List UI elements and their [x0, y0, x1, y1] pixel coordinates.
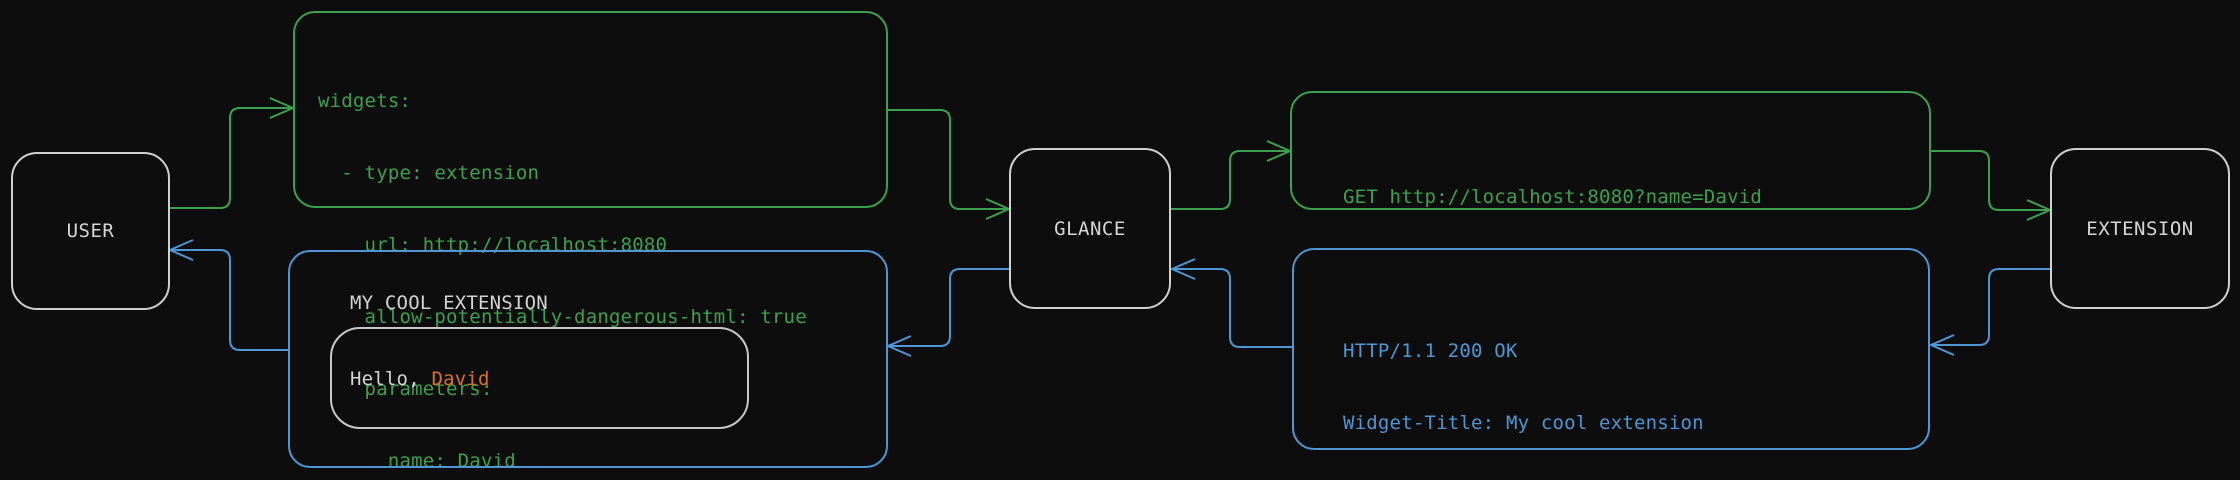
connector-config-to-glance	[888, 109, 1008, 210]
arrowhead-into-response-box	[1928, 334, 1955, 356]
config-yaml-line: widgets:	[318, 90, 412, 112]
arrowhead-into-user	[167, 239, 194, 261]
widget-preview-title: MY COOL EXTENSION	[350, 292, 548, 314]
glance-node-label: GLANCE	[1054, 217, 1126, 240]
blue-connectors	[167, 239, 2050, 357]
widget-greeting-card	[330, 327, 749, 429]
widget-greeting-text: Hello, David	[350, 367, 490, 391]
greeting-prefix: Hello,	[350, 368, 432, 390]
user-node: USER	[11, 152, 170, 310]
http-response-line: Widget-Title: My cool extension	[1343, 412, 1704, 434]
connector-user-to-config	[170, 107, 292, 209]
extension-node-label: EXTENSION	[2086, 217, 2194, 240]
config-yaml-line: - type: extension	[318, 162, 540, 184]
connector-response-to-glance	[1173, 268, 1292, 348]
arrowhead-into-glance-right	[1169, 258, 1196, 280]
http-request-code: GET http://localhost:8080?name=David	[1343, 137, 1762, 257]
config-yaml-line: allow-potentially-dangerous-html: true	[318, 306, 807, 328]
connector-glance-to-request	[1171, 150, 1289, 210]
config-yaml-box	[293, 11, 888, 208]
connector-glance-to-widget	[889, 268, 1009, 347]
glance-node: GLANCE	[1009, 148, 1171, 309]
http-request-line: GET http://localhost:8080?name=David	[1343, 186, 1763, 208]
extension-node: EXTENSION	[2050, 148, 2230, 309]
http-response-code: HTTP/1.1 200 OK Widget-Title: My cool ex…	[1343, 291, 1890, 480]
config-yaml-line: parameters:	[318, 378, 493, 400]
user-node-label: USER	[66, 220, 115, 242]
connector-extension-to-response	[1932, 268, 2050, 346]
http-response-line: HTTP/1.1 200 OK	[1343, 340, 1518, 362]
arrowhead-into-widget-box	[885, 335, 912, 357]
http-request-box	[1290, 91, 1931, 210]
http-response-box	[1292, 248, 1930, 450]
connector-request-to-extension	[1931, 150, 2049, 211]
connector-widget-to-user	[171, 249, 288, 351]
config-yaml-code: widgets: - type: extension url: http://l…	[318, 41, 807, 480]
greeting-name: David	[431, 368, 490, 390]
widget-preview-box	[288, 250, 888, 468]
